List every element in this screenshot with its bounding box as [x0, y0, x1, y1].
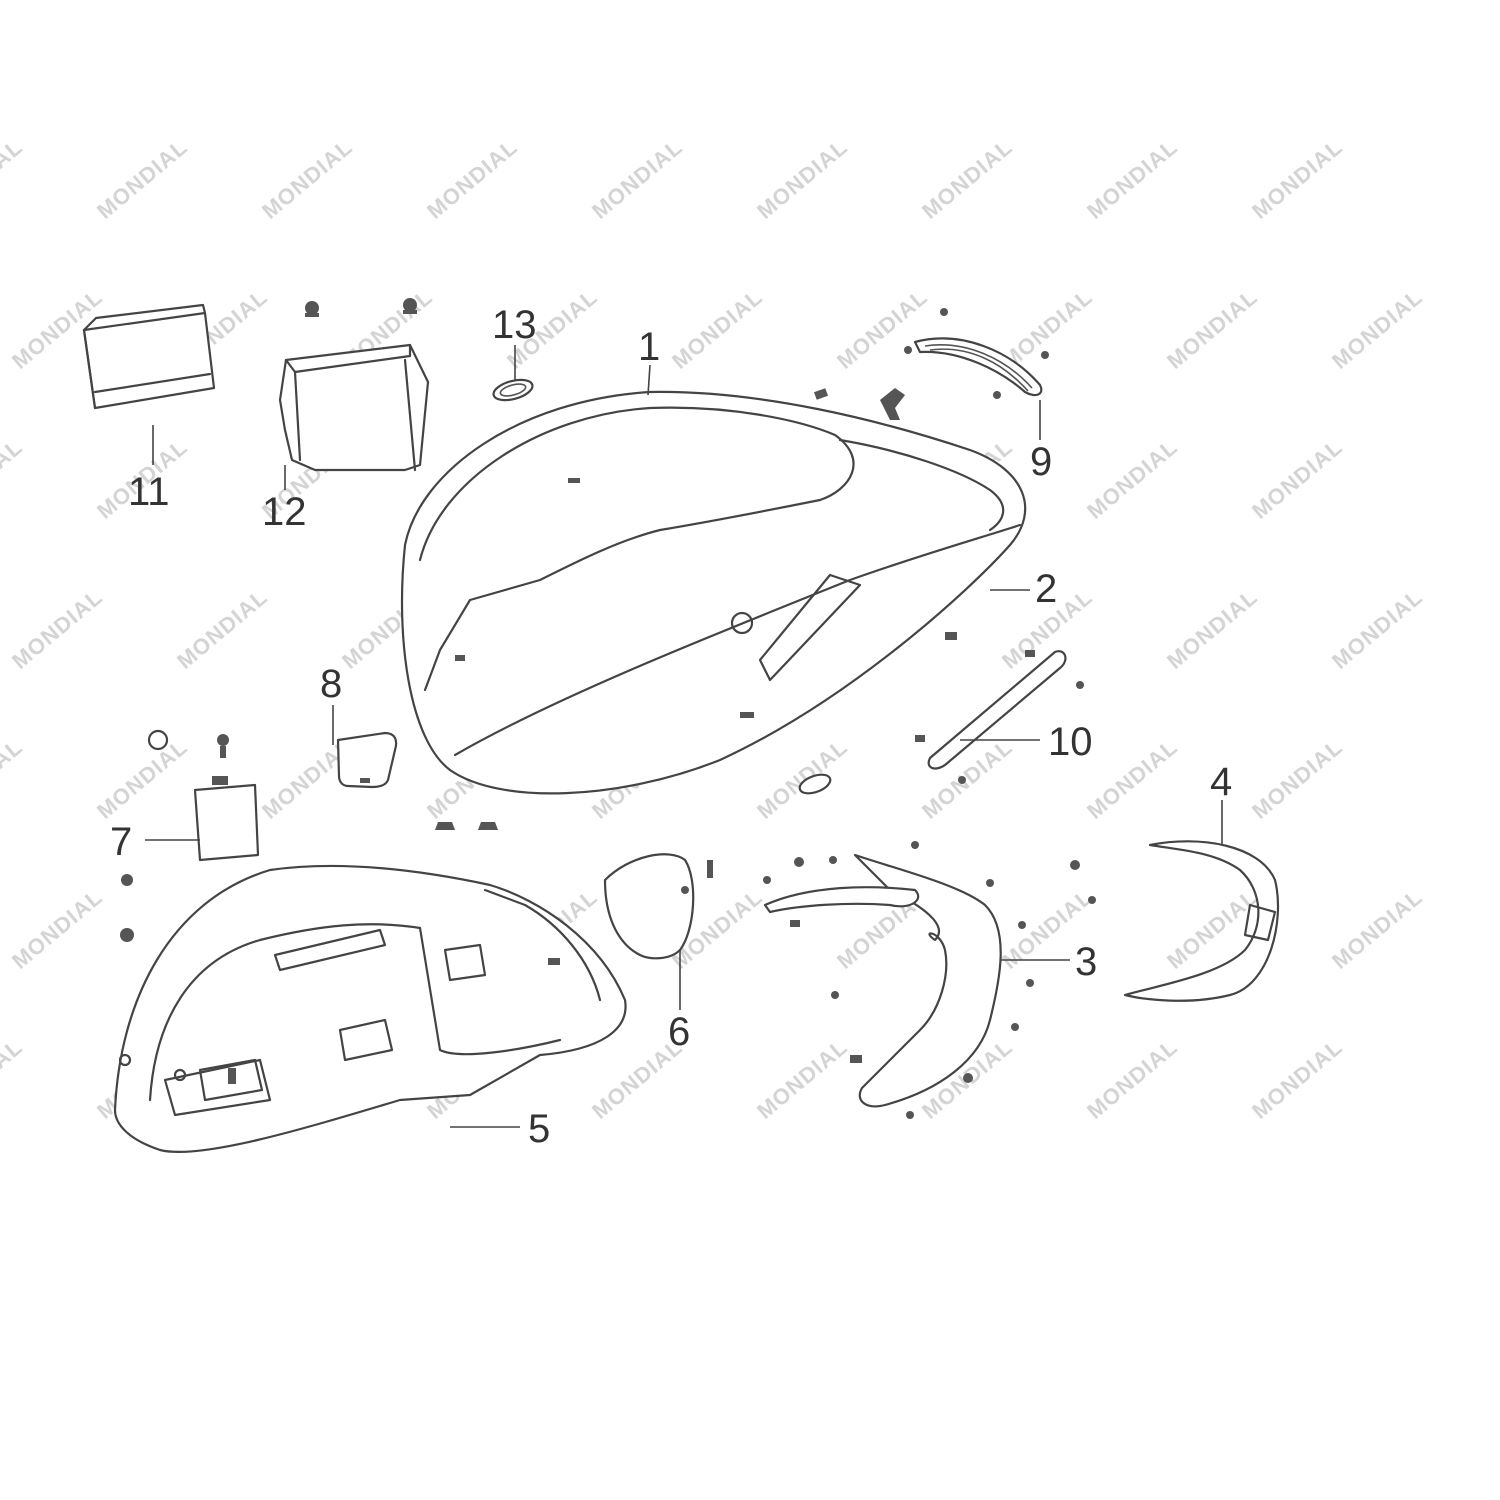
part-6-lid	[603, 853, 713, 960]
part-8-lid	[336, 731, 398, 789]
watermark-text: MONDIAL	[1082, 1034, 1182, 1124]
watermark-text: MONDIAL	[1247, 734, 1347, 824]
callout-4: 4	[1210, 760, 1232, 804]
part-5-under-cover	[113, 864, 627, 1154]
watermark-text: MONDIAL	[92, 134, 192, 224]
watermark-text: MONDIAL	[1162, 584, 1262, 674]
watermark-text: MONDIAL	[0, 434, 27, 524]
callout-11: 11	[128, 470, 170, 514]
watermark-text: MONDIAL	[0, 1034, 27, 1124]
part-9-grab-strip	[904, 308, 1049, 399]
callout-10: 10	[1048, 720, 1093, 764]
callout-5: 5	[528, 1107, 550, 1151]
callout-3: 3	[1075, 940, 1097, 984]
watermark-text: MONDIAL	[7, 884, 107, 974]
watermark-text: MONDIAL	[1327, 284, 1427, 374]
callout-8: 8	[320, 662, 342, 706]
watermark-text: MONDIAL	[7, 584, 107, 674]
watermark-text: MONDIAL	[1162, 284, 1262, 374]
part-10-side-rail	[915, 650, 1084, 784]
watermark-text: MONDIAL	[1327, 884, 1427, 974]
watermark-text: MONDIAL	[1082, 134, 1182, 224]
callout-13: 13	[492, 303, 537, 347]
part-11-storage-box	[82, 303, 216, 410]
part-13-grommet	[492, 378, 534, 402]
watermark-text: MONDIAL	[1327, 584, 1427, 674]
callout-9: 9	[1030, 440, 1052, 484]
part-4-front-trim	[1123, 840, 1280, 1002]
watermark-text: MONDIAL	[172, 584, 272, 674]
callout-7: 7	[110, 820, 132, 864]
watermark-text: MONDIAL	[1247, 434, 1347, 524]
watermark-text: MONDIAL	[257, 134, 357, 224]
watermark-text: MONDIAL	[422, 134, 522, 224]
watermark-text: MONDIAL	[1247, 134, 1347, 224]
part-7-module	[120, 729, 260, 942]
watermark-text: MONDIAL	[1082, 734, 1182, 824]
part-grommet-small	[798, 773, 832, 795]
watermark-text: MONDIAL	[917, 134, 1017, 224]
watermark-text: MONDIAL	[1082, 434, 1182, 524]
watermark-text: MONDIAL	[832, 284, 932, 374]
watermark-text: MONDIAL	[752, 734, 852, 824]
watermark-text: MONDIAL	[587, 134, 687, 224]
watermark-text: MONDIAL	[667, 284, 767, 374]
part-clips	[435, 822, 498, 830]
watermark-text: MONDIAL	[1247, 1034, 1347, 1124]
callout-2: 2	[1035, 567, 1057, 611]
callout-1: 1	[638, 325, 660, 369]
part-3-side-molding	[763, 841, 1096, 1119]
watermark-text: MONDIAL	[92, 734, 192, 824]
leader-lines	[145, 345, 1223, 1128]
watermark-text: MONDIAL	[0, 134, 27, 224]
watermark-text: MONDIAL	[0, 734, 27, 824]
callout-6: 6	[668, 1010, 690, 1054]
callout-labels: 1 2 3 4 5 6 7 8 9 10 11 12 13	[110, 303, 1232, 1151]
part-1-body-cover	[400, 388, 1027, 795]
watermark-text: MONDIAL	[752, 134, 852, 224]
watermark-text: MONDIAL	[752, 1034, 852, 1124]
part-12-battery-cover	[278, 298, 430, 472]
callout-12: 12	[262, 490, 307, 534]
